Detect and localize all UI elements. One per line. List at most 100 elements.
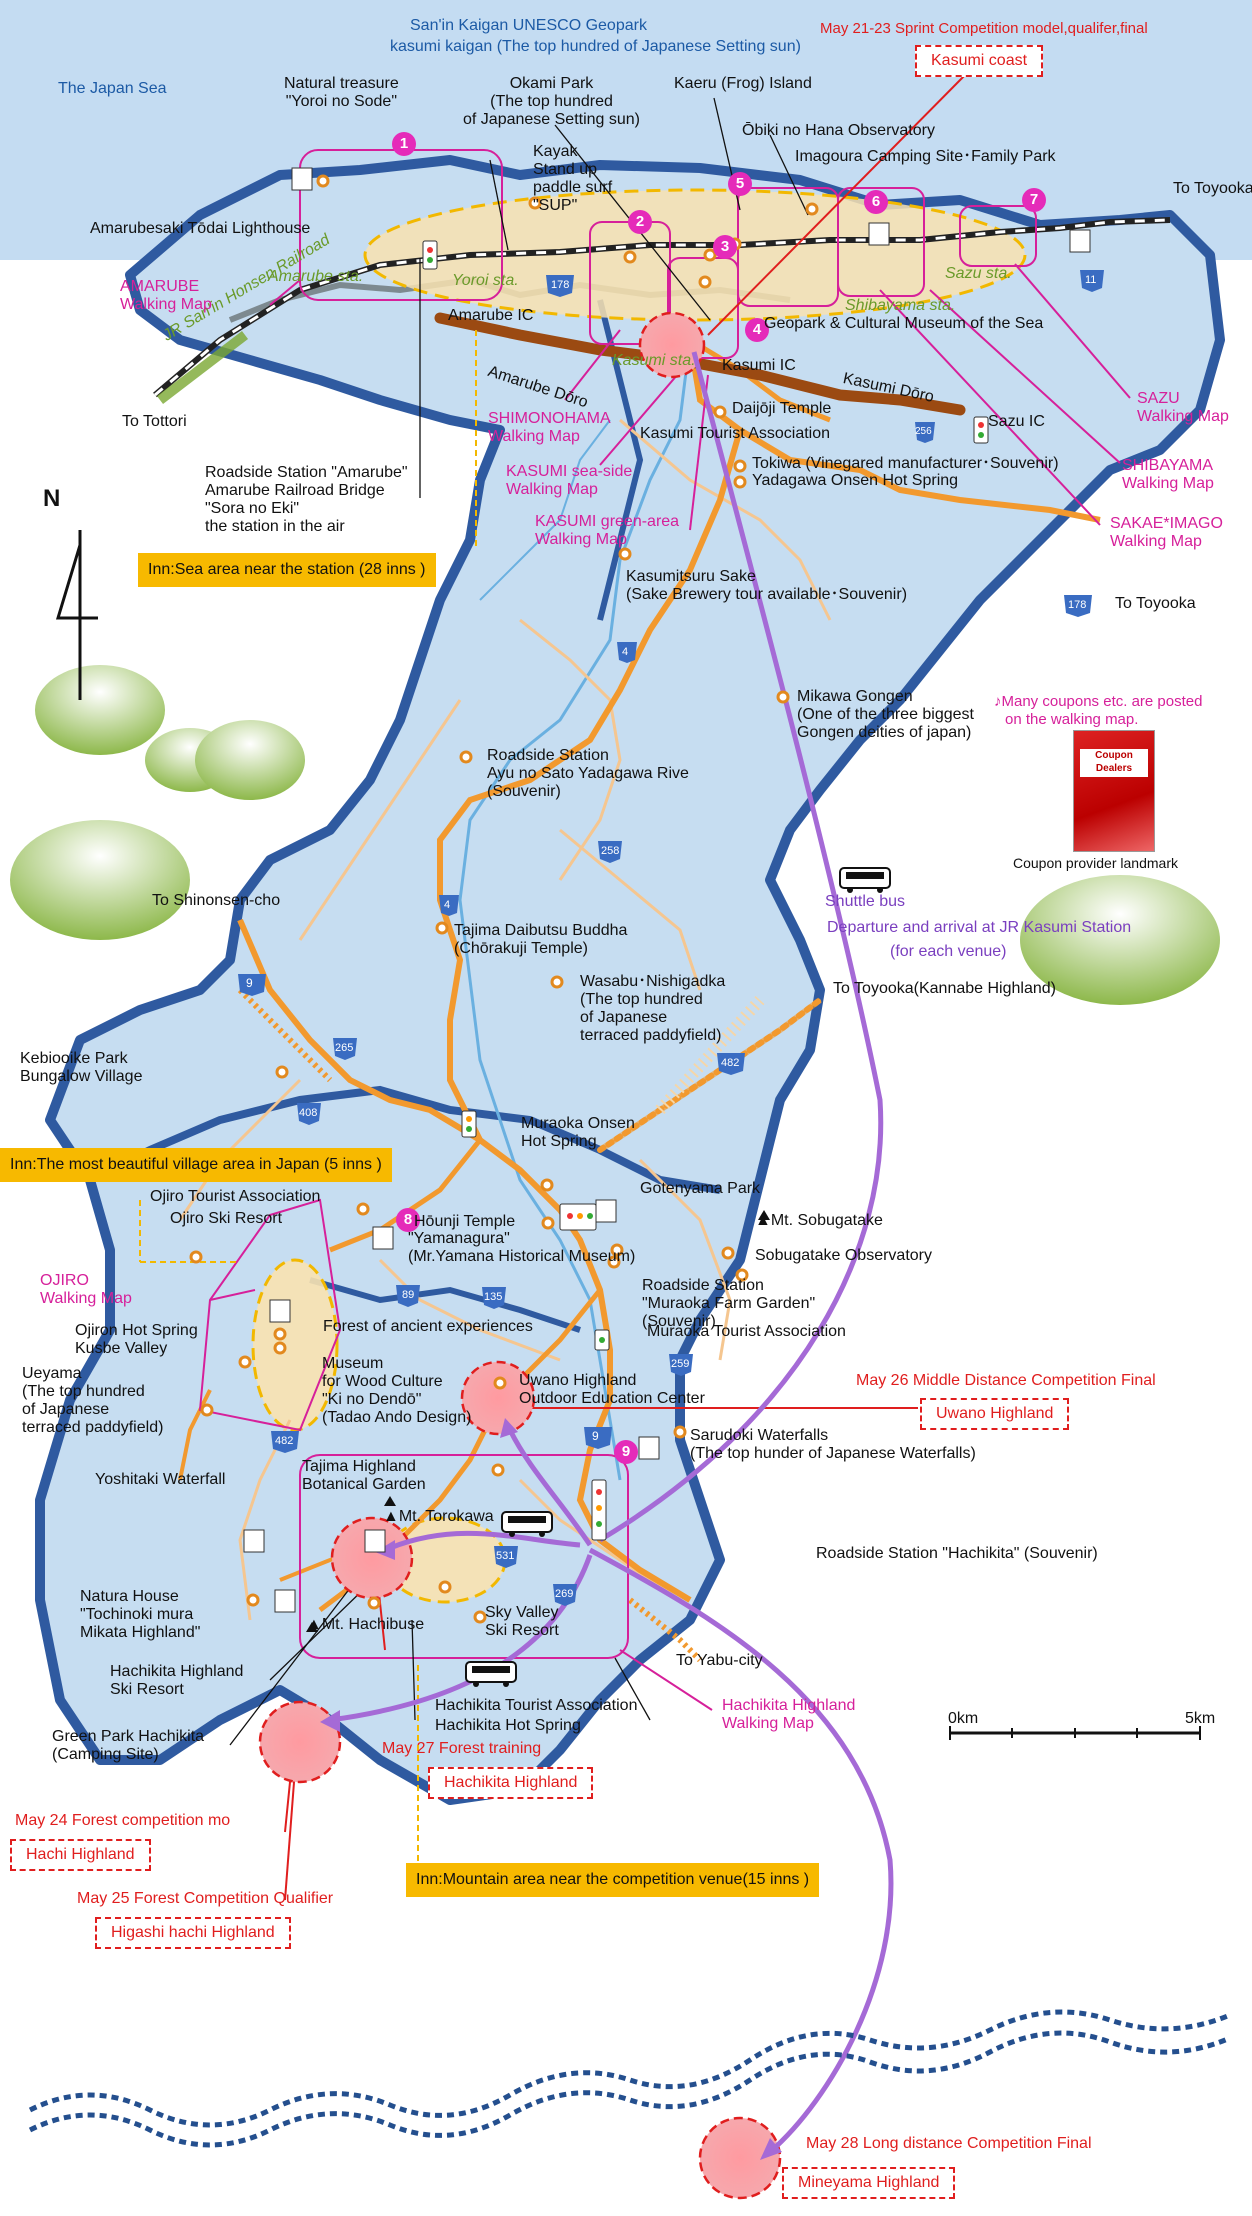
wave-separator	[28, 2009, 1231, 2148]
shuttle-bus-label: Shuttle bus	[825, 893, 906, 910]
shuttle-bus-each-venue: (for each venue)	[890, 943, 1007, 960]
label-lighthouse: Amarubesaki Tōdai Lighthouse	[90, 220, 311, 237]
venue-label-higashi-hachi[interactable]: Higashi hachi Highland	[95, 1917, 291, 1949]
label-okami-park: Okami Park (The top hundred of Japanese …	[463, 75, 641, 128]
route-shields	[238, 270, 1104, 1606]
label-hounji: Hōunji Temple	[414, 1213, 516, 1230]
walking-map-sakae-imago[interactable]: SAKAE*IMAGO Walking Map	[1110, 515, 1223, 550]
label-ojiro-ski: Ojiro Ski Resort	[170, 1210, 283, 1227]
route-number: 408	[299, 1107, 318, 1119]
route-number: 4	[622, 646, 629, 658]
label-roadside-ayu: Roadside Station Ayu no Sato Yadagawa Ri…	[487, 747, 689, 800]
map-number-2: 2	[628, 210, 652, 234]
label-green-park: Green Park Hachikita (Camping Site)	[52, 1728, 205, 1763]
label-kasumi-ic: Kasumi IC	[722, 357, 796, 374]
label-sky-valley: Sky Valley Ski Resort	[485, 1604, 559, 1639]
label-daibutsu: Tajima Daibutsu Buddha (Chōrakuji Temple…	[454, 922, 628, 957]
venue-label-mineyama[interactable]: Mineyama Highland	[782, 2167, 956, 2199]
label-botanical-garden: Tajima Highland Botanical Garden	[302, 1458, 426, 1493]
label-muraoka-onsen: Muraoka Onsen Hot Spring	[521, 1115, 635, 1150]
inn-village-area: Inn:The most beautiful village area in J…	[0, 1148, 392, 1182]
scale-bar	[949, 1726, 1201, 1740]
route-number: 9	[246, 976, 253, 990]
route-number: 178	[551, 279, 570, 291]
bus-icons	[465, 867, 891, 1687]
map-number-1: 1	[392, 132, 416, 156]
label-mt-hachibuse: ▲Mt. Hachibuse	[306, 1616, 425, 1633]
label-kasumitsuru-sake: Kasumitsuru Sake (Sake Brewery tour avai…	[626, 568, 908, 603]
route-number: 531	[496, 1550, 515, 1562]
label-yamanagura: "Yamanagura" (Mr.Yamana Historical Museu…	[408, 1230, 636, 1265]
walking-map-hachikita[interactable]: Hachikita Highland Walking Map	[722, 1697, 856, 1732]
label-mt-torokawa: ▲Mt. Torokawa	[383, 1508, 494, 1525]
walking-map-ojiro[interactable]: OJIRO Walking Map	[40, 1272, 132, 1307]
label-kusbe: Kusbe Valley	[75, 1340, 168, 1357]
route-number: 259	[671, 1358, 690, 1370]
route-number: 178	[1068, 599, 1087, 611]
route-number: 135	[484, 1291, 503, 1303]
label-yadagawa: Yadagawa Onsen Hot Spring	[752, 472, 959, 489]
label-kebiooike: Kebiooike Park Bungalow Village	[20, 1050, 143, 1085]
label-yoroi-no-sode: Natural treasure "Yoroi no Sode"	[284, 75, 399, 110]
label-yoshitaki: Yoshitaki Waterfall	[95, 1471, 226, 1488]
scale-end: 5km	[1185, 1710, 1216, 1727]
map-number-5: 5	[728, 172, 752, 196]
label-natura-house: Natura House "Tochinoki mura Mikata High…	[80, 1588, 201, 1641]
label-sobugatake-obs: Sobugatake Observatory	[755, 1247, 932, 1264]
walking-map-shibayama[interactable]: SHIBAYAMA Walking Map	[1122, 457, 1214, 492]
label-roadside-muraoka: Roadside Station "Muraoka Farm Garden" (…	[642, 1277, 816, 1330]
station-shibayama: Shibayama sta.	[845, 297, 956, 314]
route-number: 269	[555, 1588, 574, 1600]
coupon-dealers-icon: Coupon Dealers	[1073, 730, 1155, 852]
venue-label-kasumi-coast[interactable]: Kasumi coast	[915, 45, 1044, 77]
label-mt-sobugatake: ▲Mt. Sobugatake	[755, 1212, 883, 1229]
label-museum-wood: Museum for Wood Culture "Ki no Dendō" (T…	[322, 1355, 472, 1426]
walking-map-kasumi-seaside[interactable]: KASUMI sea-side Walking Map	[506, 463, 633, 498]
venue-label-hachi[interactable]: Hachi Highland	[10, 1839, 151, 1871]
poi-markers	[189, 174, 882, 1624]
station-kasumi: Kasumi sta.	[612, 352, 696, 369]
map-number-4: 4	[745, 318, 769, 342]
inn-sea-area: Inn:Sea area near the station (28 inns )	[138, 553, 436, 587]
railway-line	[153, 217, 1171, 398]
walking-map-kasumi-green[interactable]: KASUMI green-area Walking Map	[535, 513, 680, 548]
map-number-6: 6	[864, 190, 888, 214]
label-to-yabu: To Yabu-city	[676, 1652, 763, 1669]
event-date: May 24 Forest competition mo	[15, 1812, 231, 1829]
label-muraoka-tourist: Muraoka Tourist Association	[647, 1323, 846, 1340]
venue-label-hachikita[interactable]: Hachikita Highland	[428, 1767, 594, 1799]
label-to-toyooka-2: To Toyooka	[1115, 595, 1196, 612]
label-geopark-museum: Geopark & Cultural Museum of the Sea	[764, 315, 1044, 332]
route-number: 89	[402, 1289, 415, 1301]
route-number: 11	[1085, 274, 1097, 286]
walking-map-sazu[interactable]: SAZU Walking Map	[1137, 390, 1229, 425]
label-kasumi-tourist: Kasumi Tourist Association	[640, 425, 831, 442]
geopark-title: San'in Kaigan UNESCO Geopark	[410, 17, 647, 34]
event-date: May 28 Long distance Competition Final	[806, 2135, 1092, 2152]
venue-label-uwano[interactable]: Uwano Highland	[920, 1398, 1070, 1430]
walking-map-amarube[interactable]: AMARUBE Walking Map	[120, 278, 212, 313]
route-number: 9	[592, 1429, 599, 1443]
route-number: 258	[601, 845, 620, 857]
route-number: 4	[444, 899, 451, 911]
label-to-toyooka-1: To Toyooka	[1173, 180, 1252, 197]
label-ojiro-tourist: Ojiro Tourist Association	[150, 1188, 321, 1205]
label-to-shinonsen: To Shinonsen-cho	[152, 892, 281, 909]
station-sazu: Sazu sta.	[945, 265, 1012, 282]
label-ojiron: Ojiron Hot Spring	[75, 1322, 198, 1339]
walking-map-shimonohama[interactable]: SHIMONOHAMA Walking Map	[488, 410, 611, 445]
road-route-9	[687, 339, 1101, 523]
label-tokiwa: Tokiwa (Vinegared manufacturer･Souvenir)	[752, 455, 1059, 472]
event-date: May 25 Forest Competition Qualifier	[77, 1890, 334, 1907]
event-date: May 21-23 Sprint Competition model,quali…	[820, 20, 1148, 37]
label-sarudoki: Sarudoki Waterfalls (The top hunder of J…	[690, 1427, 976, 1462]
label-obiki-observatory: Ōbiki no Hana Observatory	[742, 122, 935, 139]
geopark-subtitle: kasumi kaigan (The top hundred of Japane…	[390, 38, 801, 55]
event-date: May 27 Forest training	[382, 1740, 542, 1757]
coupon-note-2: on the walking map.	[1005, 711, 1139, 728]
shuttle-bus-departure: Departure and arrival at JR Kasumi Stati…	[827, 919, 1132, 936]
label-kayak-sup: Kayak Stand up paddle surf "SUP"	[533, 143, 613, 214]
label-sazu-ic: Sazu IC	[988, 413, 1045, 430]
label-uwano: Uwano Highland Outdoor Education Center	[519, 1372, 705, 1407]
